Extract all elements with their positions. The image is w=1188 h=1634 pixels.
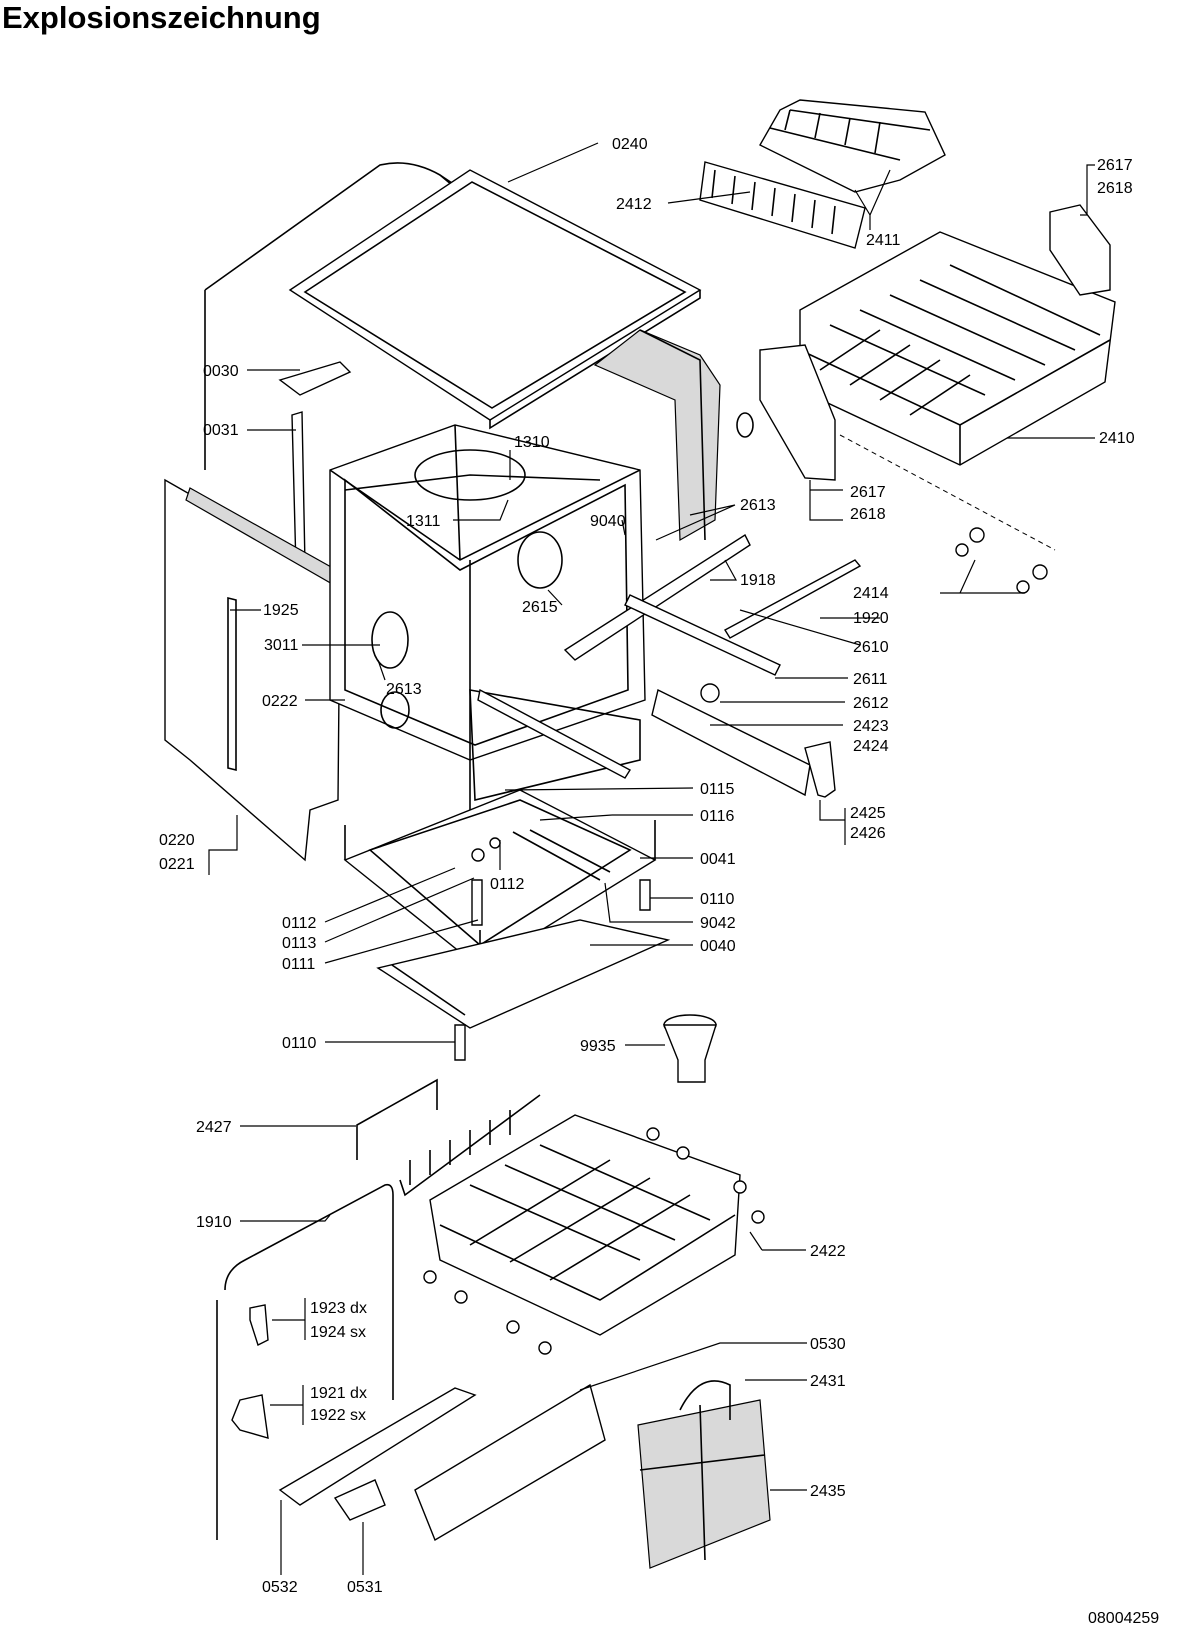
- label-0116: 0116: [700, 808, 735, 825]
- label-2618-top: 2618: [1097, 180, 1133, 197]
- label-2611: 2611: [853, 671, 888, 688]
- label-1311: 1311: [406, 513, 441, 530]
- label-0110-right: 0110: [700, 891, 735, 908]
- label-0220: 0220: [159, 832, 195, 849]
- label-2617-mid: 2617: [850, 484, 886, 501]
- bottom-rails: [278, 1383, 606, 1542]
- alignment-dashed-line: [839, 434, 1056, 551]
- wire-hook: [356, 1078, 438, 1160]
- upper-spray-tray: [759, 99, 946, 193]
- label-0531: 0531: [347, 1579, 383, 1596]
- label-0240: 0240: [612, 136, 648, 153]
- label-2435: 2435: [810, 1483, 846, 1500]
- label-0030: 0030: [203, 363, 239, 380]
- label-0222: 0222: [262, 693, 298, 710]
- label-2411: 2411: [866, 232, 901, 249]
- label-0031: 0031: [203, 422, 239, 439]
- label-2612: 2612: [853, 695, 889, 712]
- label-2410: 2410: [1099, 430, 1135, 447]
- door-seal: [224, 1183, 394, 1400]
- label-1310: 1310: [514, 434, 550, 451]
- lower-basket: [399, 1094, 741, 1336]
- label-9935: 9935: [580, 1038, 616, 1055]
- adjustable-feet: [454, 837, 651, 1061]
- label-0530: 0530: [810, 1336, 846, 1353]
- kick-plate: [651, 683, 836, 798]
- label-1924-sx: 1924 sx: [310, 1324, 366, 1341]
- cutlery-rack: [699, 161, 866, 249]
- label-2426: 2426: [850, 825, 886, 842]
- door-panel: [164, 478, 341, 862]
- base-frame: [343, 789, 671, 1029]
- label-2422: 2422: [810, 1243, 846, 1260]
- label-2423: 2423: [853, 718, 889, 735]
- label-2414: 2414: [853, 585, 889, 602]
- insulation-panel: [593, 329, 721, 542]
- label-1910: 1910: [196, 1214, 232, 1231]
- label-2424: 2424: [853, 738, 889, 755]
- label-0115: 0115: [700, 781, 735, 798]
- worktop-panel: [288, 169, 702, 430]
- label-0110-bottom: 0110: [282, 1035, 317, 1052]
- label-0113: 0113: [282, 935, 317, 952]
- label-1922-sx: 1922 sx: [310, 1407, 366, 1424]
- label-2613-upper: 2613: [740, 497, 776, 514]
- basket-rails: [477, 533, 862, 779]
- label-0112-left: 0112: [282, 915, 317, 932]
- label-9042: 9042: [700, 915, 736, 932]
- label-1925: 1925: [263, 602, 299, 619]
- label-1918: 1918: [740, 572, 776, 589]
- label-1921-dx: 1921 dx: [310, 1385, 367, 1402]
- label-2617-top: 2617: [1097, 157, 1133, 174]
- upper-basket: [736, 204, 1116, 481]
- label-0111: 0111: [282, 956, 315, 973]
- label-1923-dx: 1923 dx: [310, 1300, 367, 1317]
- hinge-clips: [231, 1304, 269, 1439]
- basket-rollers: [955, 527, 1048, 594]
- label-2618-mid: 2618: [850, 506, 886, 523]
- cutlery-basket: [637, 1380, 771, 1569]
- leader-lines: [208, 142, 1095, 1575]
- label-0532: 0532: [262, 1579, 298, 1596]
- label-0221: 0221: [159, 856, 195, 873]
- label-1920: 1920: [853, 610, 889, 627]
- label-0040: 0040: [700, 938, 736, 955]
- lower-basket-rollers: [423, 1127, 765, 1355]
- label-9040: 9040: [590, 513, 626, 530]
- label-2431: 2431: [810, 1373, 846, 1390]
- top-mounting-bracket: [278, 361, 352, 569]
- label-0112-right: 0112: [490, 876, 525, 893]
- label-2412: 2412: [616, 196, 652, 213]
- document-number: 08004259: [1088, 1610, 1160, 1627]
- label-2425: 2425: [850, 805, 886, 822]
- label-2613-lower: 2613: [386, 681, 422, 698]
- label-2427: 2427: [196, 1119, 232, 1136]
- salt-container: [662, 1014, 717, 1083]
- label-2610: 2610: [853, 639, 889, 656]
- label-3011: 3011: [264, 637, 299, 654]
- label-0041: 0041: [700, 851, 736, 868]
- label-2615: 2615: [522, 599, 558, 616]
- dishwasher-tub-frame: [329, 424, 646, 830]
- page-title: Explosionszeichnung: [2, 0, 321, 35]
